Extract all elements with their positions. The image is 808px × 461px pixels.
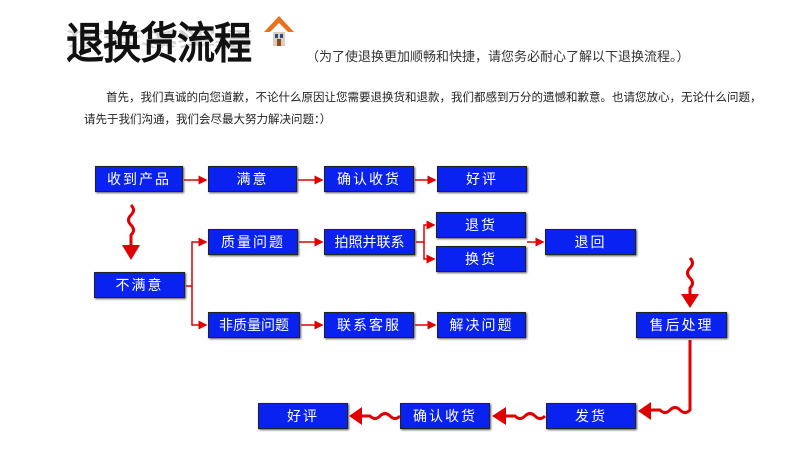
wavy-arrow	[505, 412, 547, 420]
arrow	[423, 242, 436, 264]
wavy-arrow	[127, 203, 135, 245]
subtitle: （为了使退换更加顺畅和快捷，请您务必耐心了解以下退换流程。）	[306, 50, 690, 65]
step-solve: 解决问题	[437, 312, 526, 338]
intro-paragraph: 首先，我们真诚的向您道歉，不论什么原因让您需要退换货和退款，我们都感到万分的遗憾…	[84, 90, 762, 126]
step-contact-cs: 联系客服	[324, 312, 414, 338]
step-send-back: 退回	[545, 229, 636, 255]
step-ship: 发货	[546, 403, 636, 429]
step-confirm-2: 确认收货	[400, 403, 490, 429]
house-icon	[264, 16, 294, 46]
step-satisfied: 满意	[208, 166, 297, 192]
step-after-sales: 售后处理	[636, 312, 727, 338]
arrow	[191, 286, 208, 330]
wavy-arrow	[686, 256, 694, 296]
step-photo-contact: 拍照并联系	[324, 229, 415, 255]
wavy-arrow	[360, 412, 402, 420]
arrow	[416, 220, 436, 243]
step-good-review: 好评	[437, 166, 527, 192]
step-unsatisfied: 不满意	[94, 272, 185, 298]
step-return-goods: 退货	[436, 212, 526, 238]
page-title: 退换货流程	[66, 18, 252, 69]
step-quality: 质量问题	[208, 229, 298, 255]
wavy-arrow	[650, 340, 692, 414]
step-confirm: 确认收货	[324, 166, 414, 192]
step-non-quality: 非质量问题	[208, 312, 300, 338]
step-good-review-2: 好评	[258, 403, 348, 429]
arrow	[186, 237, 208, 287]
step-received: 收到产品	[95, 166, 183, 192]
step-exchange: 换货	[436, 246, 526, 272]
